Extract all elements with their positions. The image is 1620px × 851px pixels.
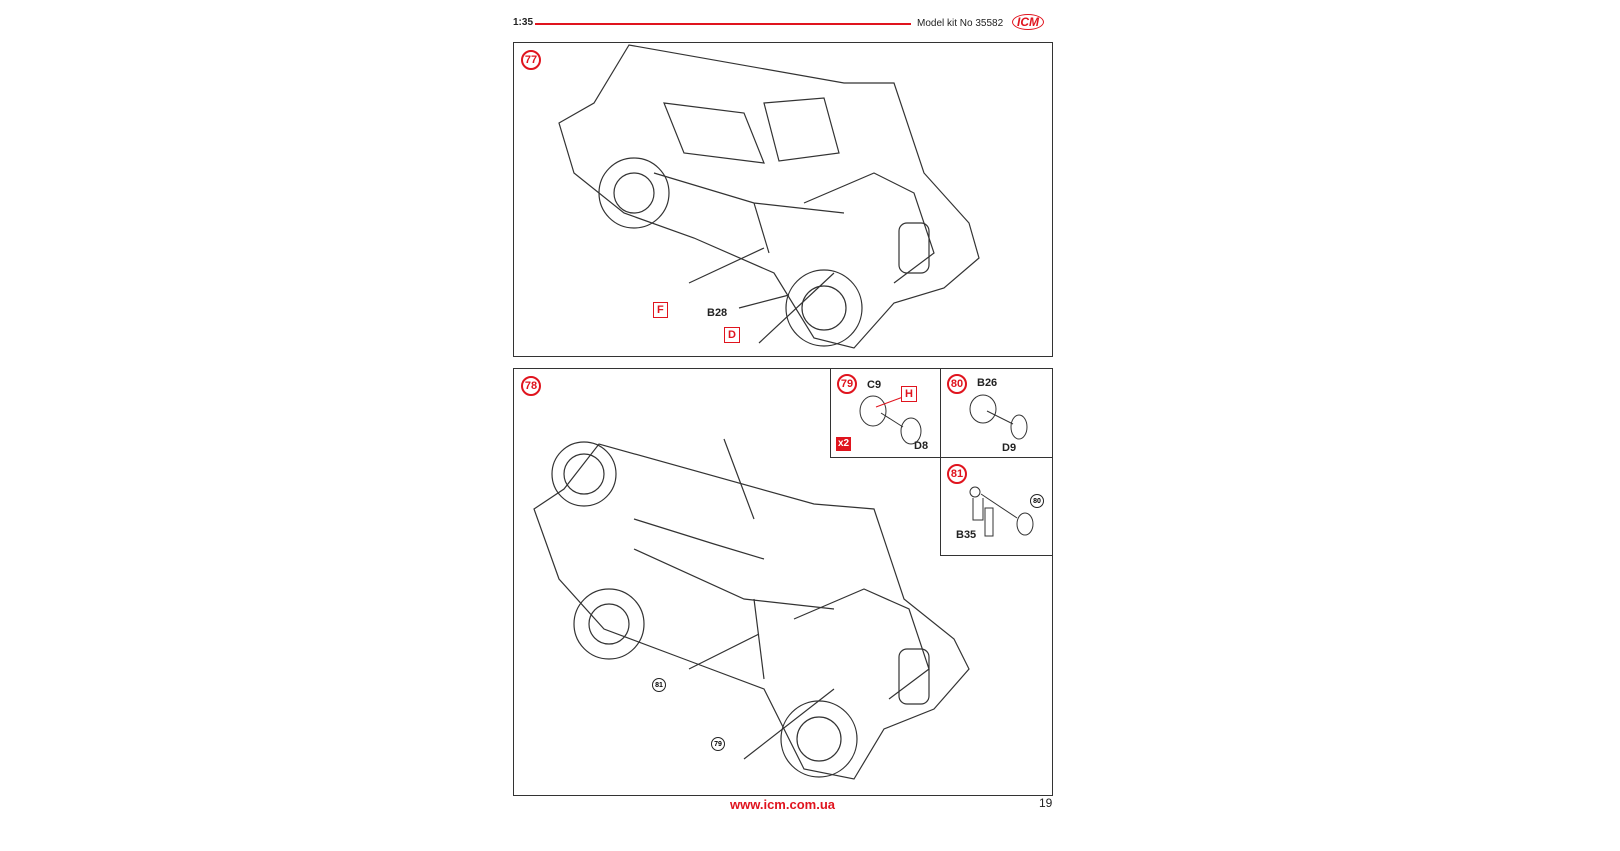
callout-81: 81 xyxy=(652,678,666,692)
glue-mark-d: D xyxy=(724,327,740,343)
part-label-c9: C9 xyxy=(867,379,882,391)
scale-label: 1:35 xyxy=(513,17,534,28)
glue-mark-h: H xyxy=(901,386,917,402)
lamp-bracket-drawing xyxy=(969,486,1034,537)
quantity-badge: x2 xyxy=(836,437,852,451)
step-number-77: 77 xyxy=(521,50,541,70)
step-79-panel: 79 C9 H x2 D8 xyxy=(830,368,941,458)
glue-mark-f: F xyxy=(653,302,668,318)
vehicle-drawing-78 xyxy=(533,438,970,780)
part-label-b28: B28 xyxy=(707,307,728,319)
step-number-78: 78 xyxy=(521,376,541,396)
lamp-drawing xyxy=(969,394,1028,440)
step-77-panel: 77 F B28 D xyxy=(513,42,1053,357)
header-rule xyxy=(535,23,911,25)
part-label-b35: B35 xyxy=(956,529,977,541)
step-number-80: 80 xyxy=(947,374,967,394)
step-80-panel: 80 B26 D9 xyxy=(940,368,1053,458)
footer-url[interactable]: www.icm.com.ua xyxy=(730,797,835,812)
headlight-drawing xyxy=(859,395,922,445)
part-label-d9: D9 xyxy=(1002,442,1017,454)
vehicle-drawing-77 xyxy=(558,44,980,349)
callout-79: 79 xyxy=(711,737,725,751)
step-81-panel: 81 80 B35 xyxy=(940,457,1053,556)
step-number-81: 81 xyxy=(947,464,967,484)
part-label-b26: B26 xyxy=(977,377,998,389)
step-78-panel: 78 81 79 xyxy=(513,368,1053,796)
part-label-d8: D8 xyxy=(914,440,929,452)
icm-logo: ICM xyxy=(1012,14,1044,30)
model-kit-number: Model kit No 35582 xyxy=(917,18,1004,29)
callout-80: 80 xyxy=(1030,494,1044,508)
step-number-79: 79 xyxy=(837,374,857,394)
page-number: 19 xyxy=(1039,796,1053,810)
